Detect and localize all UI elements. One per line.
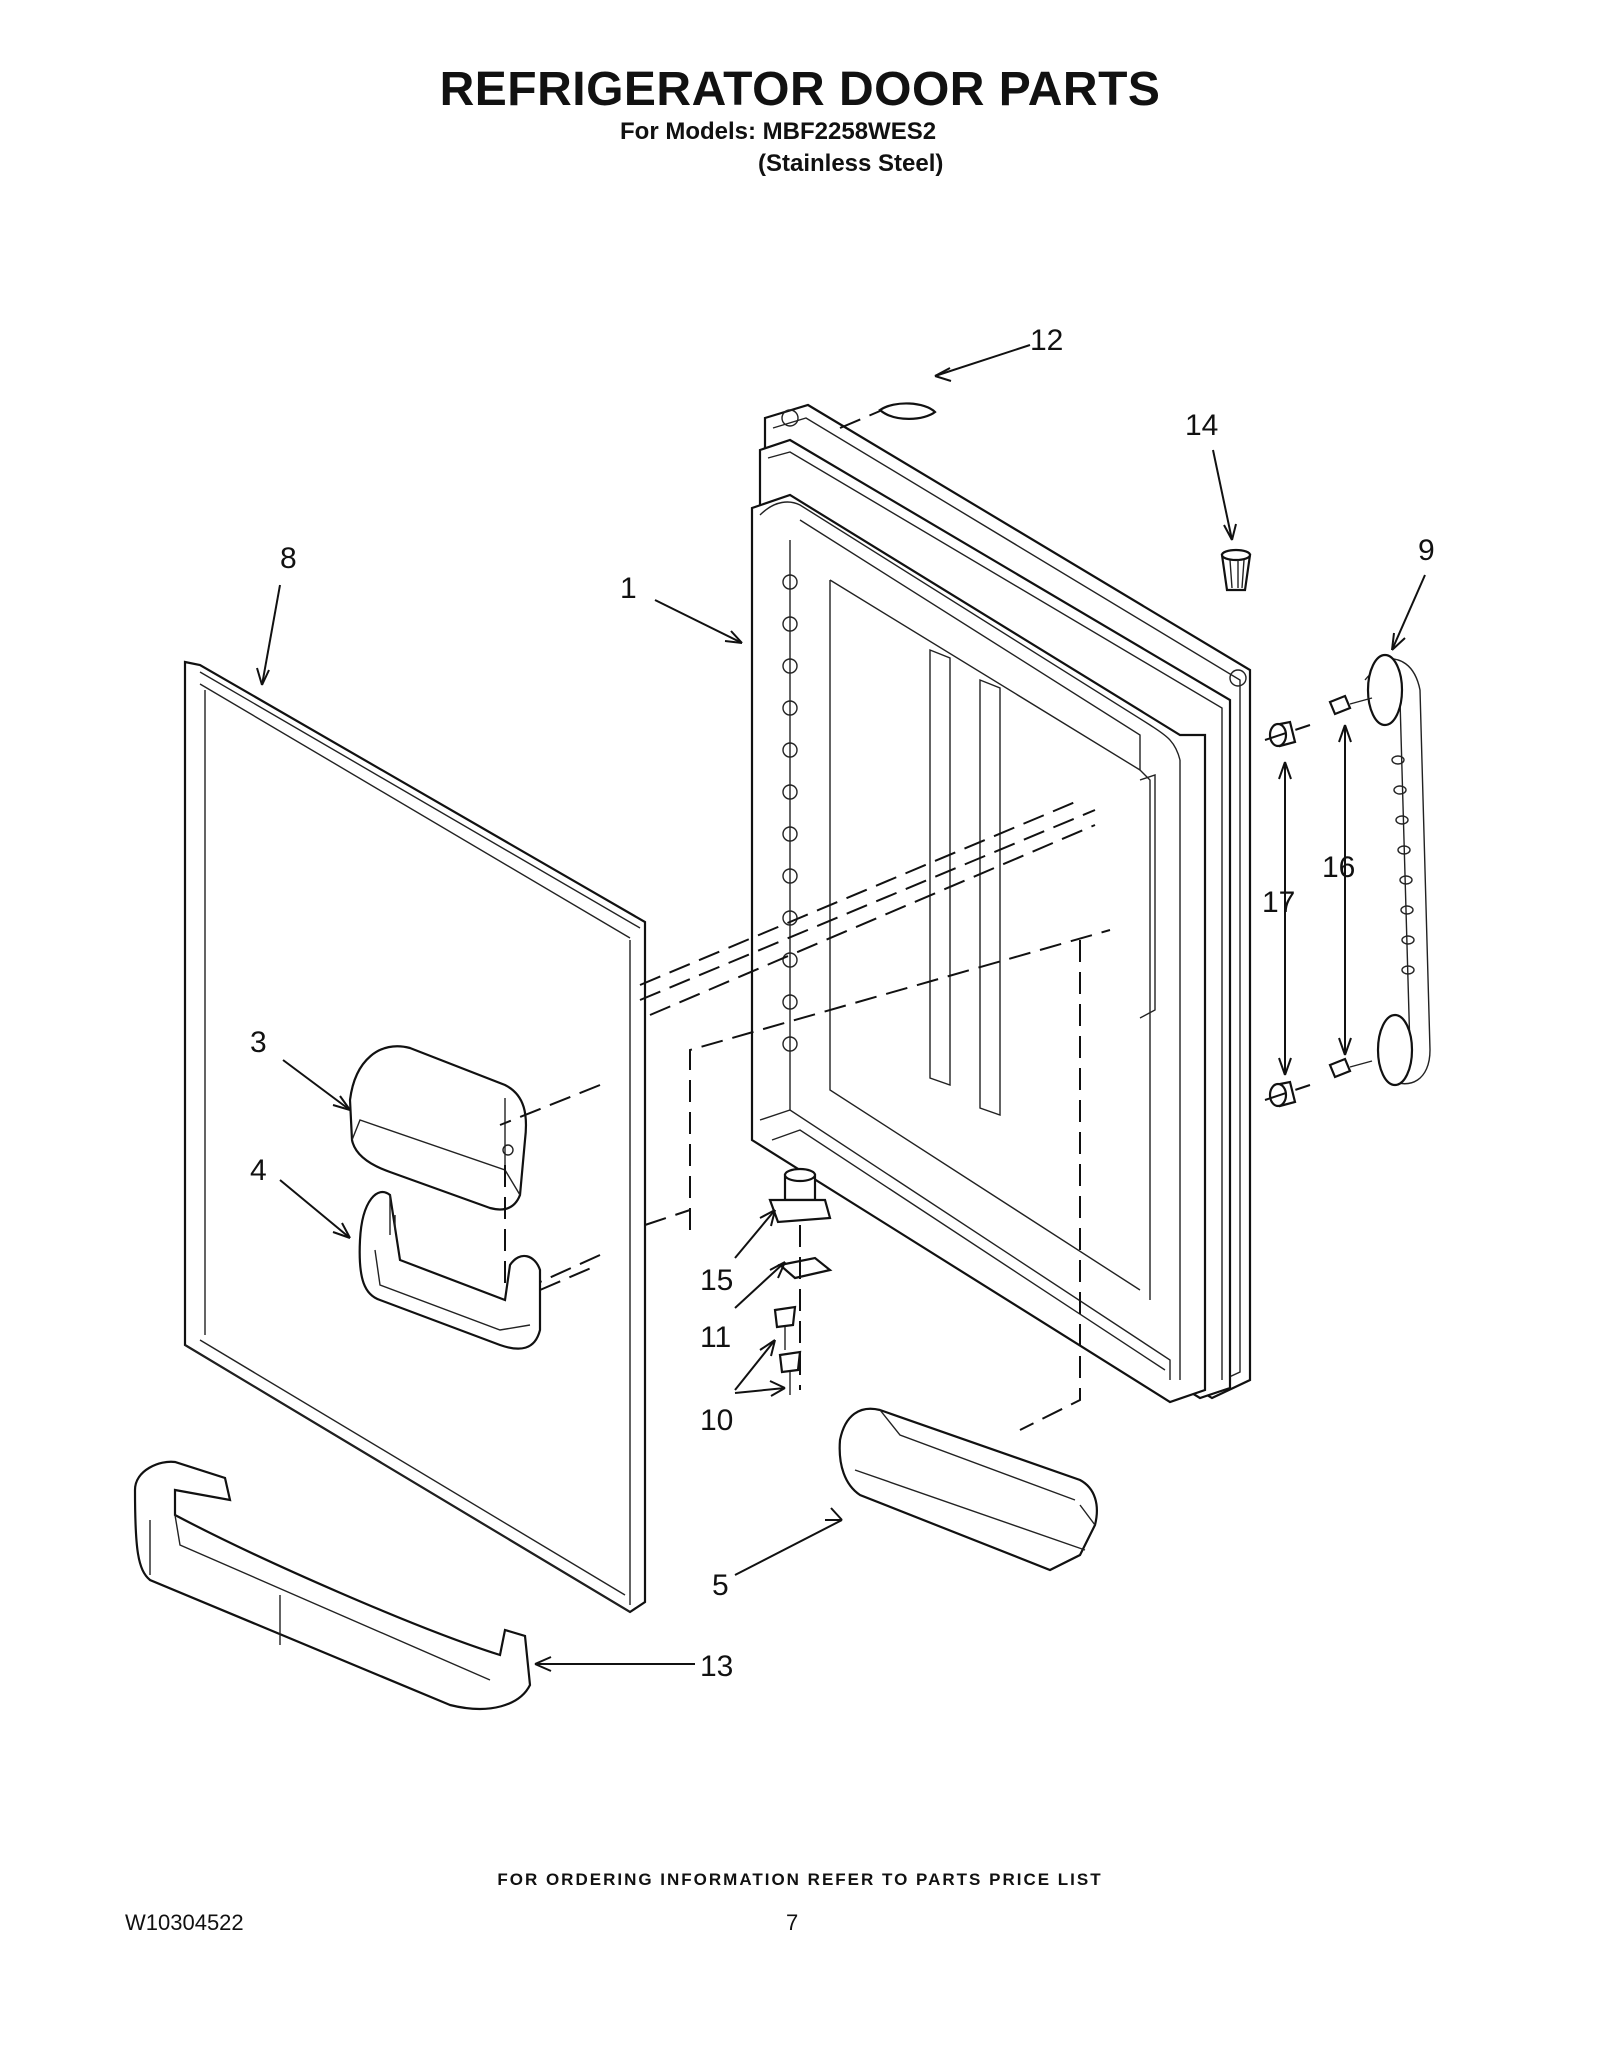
callout-9: 9	[1418, 534, 1435, 567]
bushings-part-17	[1268, 720, 1297, 1108]
screws-part-10	[773, 1305, 802, 1395]
door-bin-part-5	[838, 1407, 1098, 1572]
callout-3: 3	[250, 1026, 267, 1059]
callout-8: 8	[280, 542, 297, 575]
callout-1: 1	[620, 572, 637, 605]
door-liner-part-1	[750, 403, 1252, 1404]
dispenser-tray-part-4	[358, 1190, 542, 1350]
clip-part-12	[878, 402, 937, 420]
callout-4: 4	[250, 1154, 267, 1187]
ordering-note: FOR ORDERING INFORMATION REFER TO PARTS …	[497, 1870, 1103, 1889]
callout-14: 14	[1185, 409, 1218, 442]
callout-10: 10	[700, 1404, 733, 1437]
callout-16: 16	[1322, 851, 1355, 884]
callout-15: 15	[700, 1264, 733, 1297]
dispenser-cover-part-3	[348, 1045, 528, 1211]
finish-line: (Stainless Steel)	[758, 150, 944, 177]
callout-5: 5	[712, 1569, 729, 1602]
callout-17: 17	[1262, 886, 1295, 919]
hinge-part-15	[768, 1167, 832, 1224]
document-number: W10304522	[125, 1910, 244, 1935]
bottom-bin-part-13	[133, 1460, 532, 1710]
bracket-part-11	[777, 1256, 833, 1280]
page-title: REFRIGERATOR DOOR PARTS	[439, 63, 1161, 116]
callout-11: 11	[700, 1321, 731, 1354]
page-number: 7	[786, 1910, 799, 1935]
callout-13: 13	[700, 1650, 733, 1683]
handle-part-9	[1364, 653, 1431, 1087]
models-line: For Models: MBF2258WES2	[620, 118, 937, 145]
handle-screws-part-16	[1328, 694, 1373, 1079]
plug-part-14	[1220, 548, 1252, 592]
callout-12: 12	[1030, 324, 1063, 357]
